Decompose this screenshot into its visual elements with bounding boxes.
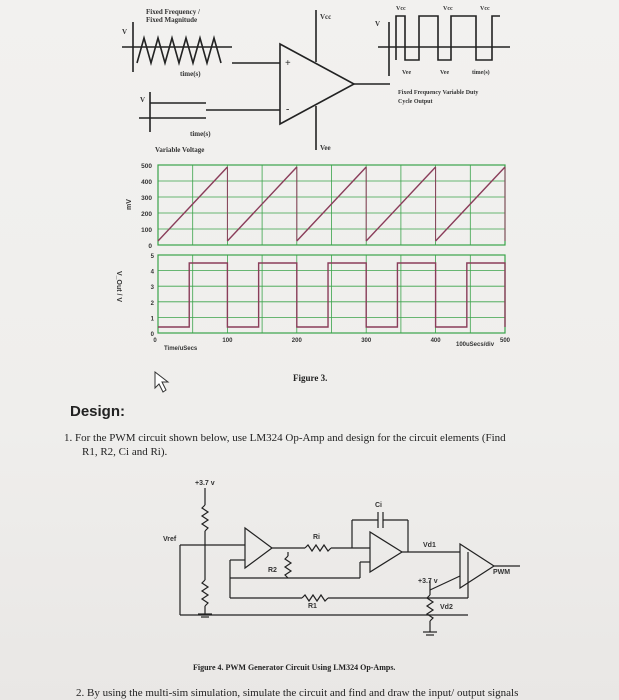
y-tick-label-bottom: 4: [151, 270, 155, 276]
figure3-caption: Figure 3.: [293, 373, 328, 383]
vd1-label: Vd1: [423, 542, 436, 549]
ci-label: Ci: [375, 502, 382, 509]
vd2-label: Vd2: [440, 604, 453, 611]
graph-xlabel: Time/uSecs: [164, 346, 198, 352]
out-vcc-3: Vcc: [480, 6, 490, 12]
y-tick-label-bottom: 3: [151, 285, 155, 291]
y-tick-label-bottom: 2: [151, 301, 155, 307]
sawtooth-segment: [435, 166, 506, 242]
r1-label: R1: [308, 603, 317, 610]
input2-axis-t: time(s): [190, 130, 211, 138]
plus-sign: +: [285, 58, 291, 69]
output-title-line2: Cycle Output: [398, 99, 433, 105]
supply2-label: +3.7 v: [418, 578, 438, 585]
input1-axis-v: V: [122, 28, 128, 36]
sawtooth-segment: [365, 166, 437, 242]
y-tick-label-top: 400: [141, 179, 152, 186]
sawtooth-segment: [157, 166, 228, 242]
question1-line2: R1, R2, Ci and Ri).: [82, 446, 168, 458]
y-tick-label-top: 300: [141, 195, 152, 202]
graph-xunit: 100uSecs/div: [456, 342, 495, 348]
input1-title-line1: Fixed Frequency /: [146, 8, 200, 16]
vee-bottom-label: Vee: [320, 144, 331, 152]
y-tick-label-bottom: 0: [151, 332, 155, 338]
question1-line1: 1. For the PWM circuit shown below, use …: [64, 432, 506, 444]
x-tick-label: 0: [153, 338, 157, 344]
y-tick-label-top: 0: [148, 243, 152, 250]
y-tick-label-top: 200: [141, 211, 152, 218]
r2-label: R2: [268, 567, 277, 574]
pwm-label: PWM: [493, 569, 511, 576]
input2-title: Variable Voltage: [155, 146, 205, 154]
question2-line: 2. By using the multi-sim simulation, si…: [76, 687, 519, 699]
out-vcc-1: Vcc: [396, 6, 406, 12]
y-tick-label-bottom: 1: [151, 316, 155, 322]
input1-title-line2: Fixed Magnitude: [146, 16, 198, 24]
out-vcc-2: Vcc: [443, 6, 453, 12]
y-tick-label-top: 100: [141, 227, 152, 234]
pwm-output-wave: [158, 262, 506, 328]
figure4-caption: Figure 4. PWM Generator Circuit Using LM…: [193, 663, 396, 672]
sawtooth-segment: [296, 166, 367, 242]
design-heading: Design:: [70, 403, 126, 420]
output-axis-v: V: [375, 20, 381, 28]
out-vee-2: Vee: [440, 70, 450, 76]
x-tick-label: 200: [292, 338, 303, 344]
x-tick-label: 500: [500, 338, 511, 344]
minus-sign: -: [286, 104, 290, 115]
sawtooth-segment: [226, 166, 298, 242]
ri-label: Ri: [313, 534, 320, 541]
out-vee-1: Vee: [402, 70, 412, 76]
output-axis-t: time(s): [472, 70, 490, 76]
input2-axis-v: V: [140, 96, 146, 104]
supply-label: +3.7 v: [195, 480, 215, 487]
y-tick-label-bottom: 5: [151, 254, 155, 260]
x-tick-label: 400: [431, 338, 442, 344]
vcc-top-label: Vcc: [320, 13, 332, 21]
x-tick-label: 300: [361, 338, 372, 344]
x-tick-label: 100: [222, 338, 233, 344]
output-title-line1: Fixed Frequency Variable Duty: [398, 90, 479, 96]
input1-axis-t: time(s): [180, 70, 201, 78]
y-tick-label-top: 500: [141, 163, 152, 170]
vref-label: Vref: [163, 536, 177, 543]
